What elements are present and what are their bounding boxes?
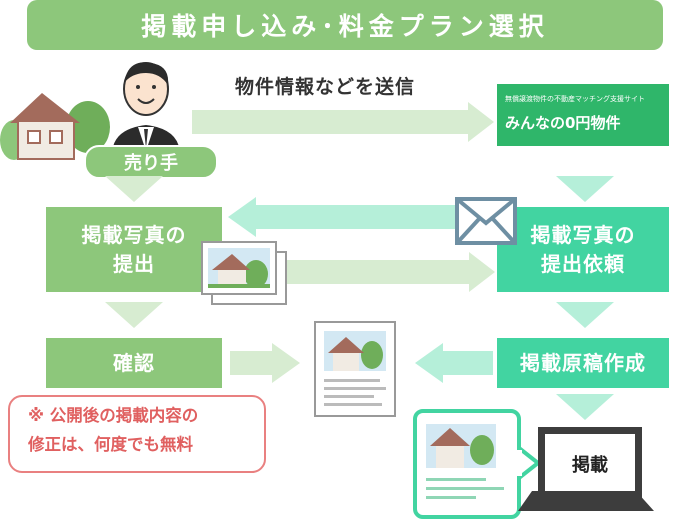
create-draft-step: 掲載原稿作成	[497, 338, 669, 388]
photo-stack-icon	[201, 241, 287, 305]
request-photos-step: 掲載写真の 提出依頼	[497, 207, 669, 292]
down-arrow-submit	[105, 302, 163, 328]
note-line1: ※ 公開後の掲載内容の	[28, 406, 199, 425]
laptop-screen: 掲載	[538, 427, 642, 501]
down-arrow-logo	[556, 176, 614, 202]
down-arrow-seller	[105, 176, 163, 202]
logo-name: みんなの0円物件	[505, 114, 621, 132]
request-photos-line2: 提出依頼	[541, 251, 625, 276]
down-arrow-draft	[556, 394, 614, 420]
seller-label: 売り手	[84, 145, 218, 179]
request-photos-line1: 掲載写真の	[530, 222, 636, 247]
photos-arrow	[285, 252, 495, 292]
submit-photos-step: 掲載写真の 提出	[46, 207, 222, 292]
down-arrow-request	[556, 302, 614, 328]
request-arrow	[228, 197, 462, 237]
page-title: 掲載申し込み･料金プラン選択	[27, 0, 663, 50]
send-info-arrow	[192, 102, 494, 142]
house-icon	[10, 93, 80, 160]
draft-arrow	[415, 343, 493, 383]
logo-tagline: 無償譲渡物件の不動産マッチング支援サイト	[505, 95, 645, 103]
submit-photos-line1: 掲載写真の	[81, 222, 187, 247]
send-info-label: 物件情報などを送信	[235, 76, 416, 98]
free-revision-note: ※ 公開後の掲載内容の 修正は、何度でも無料	[8, 395, 266, 473]
submit-photos-line2: 提出	[113, 251, 155, 276]
confirm-step: 確認	[46, 338, 222, 388]
site-logo: 無償譲渡物件の不動産マッチング支援サイト みんなの0円物件	[497, 84, 669, 146]
laptop-base-icon	[518, 491, 654, 511]
mail-icon	[455, 197, 517, 245]
note-line2: 修正は、何度でも無料	[28, 435, 193, 454]
confirm-arrow	[230, 343, 300, 383]
tree-icon	[66, 101, 110, 153]
draft-document-icon	[314, 321, 396, 417]
published-listing-card	[413, 409, 542, 519]
